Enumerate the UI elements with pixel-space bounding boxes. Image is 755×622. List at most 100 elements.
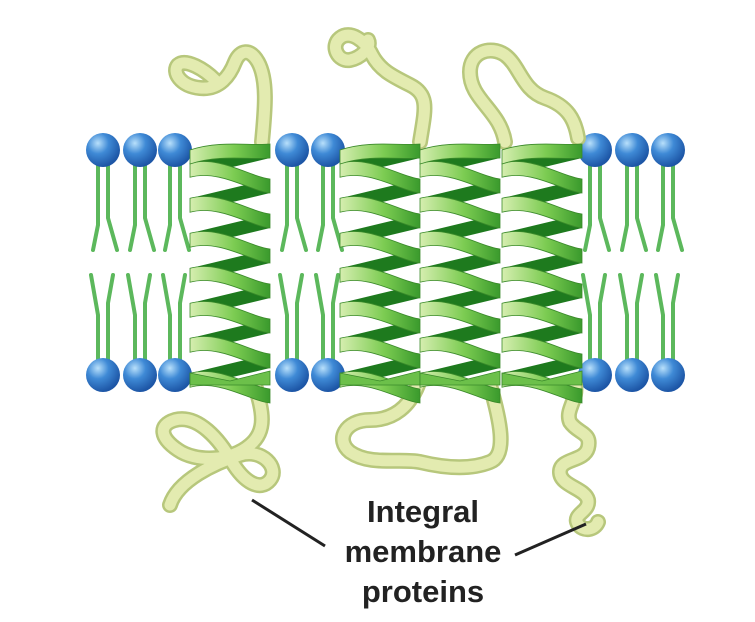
lipid-lower-7: [615, 273, 649, 392]
phospholipid-icon: [86, 133, 120, 167]
lipid-lower-1: [86, 273, 120, 392]
helix-front-strand: [339, 301, 421, 334]
transmembrane-helices: [189, 143, 583, 404]
helix-front-strand: [419, 231, 501, 264]
label-line-1: Integral: [367, 494, 479, 529]
phospholipid-icon: [578, 358, 612, 392]
helix-front-strand: [189, 161, 271, 194]
phospholipid-icon: [615, 133, 649, 167]
alpha-helix-icon: [339, 143, 421, 404]
helix-front-strand: [419, 301, 501, 334]
phospholipid-icon: [651, 133, 685, 167]
lipid-tail: [635, 160, 648, 252]
lipid-upper-8: [651, 133, 685, 252]
phospholipid-icon: [578, 133, 612, 167]
lipid-tail: [581, 273, 592, 365]
helix-front-strand: [189, 336, 271, 369]
phospholipid-icon: [123, 358, 157, 392]
phospholipid-icon: [275, 358, 309, 392]
label-line-2: membrane: [345, 534, 502, 569]
lipid-tail: [143, 160, 156, 252]
leader-lines: [251, 498, 587, 557]
helix-front-strand: [501, 231, 583, 264]
phospholipid-icon: [123, 133, 157, 167]
helix-cap-bottom: [419, 370, 501, 386]
helix-front-strand: [419, 161, 501, 194]
helix-front-strand: [189, 266, 271, 299]
helix-front-strand: [501, 336, 583, 369]
lipid-lower-4: [275, 273, 309, 392]
loop-bottom-2-fill: [337, 379, 507, 473]
lipid-tail: [295, 273, 304, 365]
helix-front-strand: [339, 196, 421, 229]
helix-front-strand: [501, 301, 583, 334]
lipid-tail: [331, 273, 340, 365]
lipid-tail: [295, 160, 308, 252]
loop-top-3-fill: [464, 45, 584, 148]
lipid-lower-6: [578, 273, 612, 392]
lipid-tail: [163, 160, 172, 252]
phospholipid-icon: [615, 358, 649, 392]
loop-top-2-fill: [330, 29, 430, 148]
helix-cap-top: [189, 143, 271, 165]
lipid-tail: [314, 273, 325, 365]
phospholipid-icon: [158, 133, 192, 167]
helix-front-strand: [419, 336, 501, 369]
lipid-upper-4: [275, 133, 309, 252]
leader-line-left: [251, 498, 326, 548]
phospholipid-icon: [651, 358, 685, 392]
helix-front-strand: [339, 161, 421, 194]
loop-bottom-3-fill: [554, 379, 604, 535]
lipid-tail: [656, 160, 665, 252]
helix-front-strand: [501, 266, 583, 299]
lipid-lower-2: [123, 273, 157, 392]
alpha-helix-icon: [189, 143, 271, 404]
lipid-lower-5: [311, 273, 345, 392]
lipid-tail: [598, 160, 611, 252]
lipid-tail: [278, 273, 289, 365]
lipid-tail: [316, 160, 325, 252]
lipid-tail: [635, 273, 644, 365]
lipid-upper-3: [158, 133, 192, 252]
diagram-label: Integral membrane proteins: [345, 494, 502, 609]
lipid-lower-3: [158, 273, 192, 392]
helix-front-strand: [501, 196, 583, 229]
lipid-tail: [143, 273, 152, 365]
loop-top-1-fill: [170, 46, 271, 148]
lipid-tail: [126, 273, 137, 365]
loop-bottom-1-fill: [157, 379, 279, 511]
helix-front-strand: [339, 266, 421, 299]
helix-cap-bottom: [189, 370, 271, 386]
helix-front-strand: [339, 336, 421, 369]
phospholipid-icon: [86, 358, 120, 392]
lipid-tail: [620, 160, 629, 252]
lipid-tail: [583, 160, 592, 252]
helix-cap-top: [501, 143, 583, 165]
lipid-upper-5: [311, 133, 345, 252]
lipid-tail: [280, 160, 289, 252]
lipid-tail: [671, 273, 680, 365]
phospholipid-icon: [311, 358, 345, 392]
helix-front-strand: [419, 266, 501, 299]
lipid-upper-2: [123, 133, 157, 252]
protein-loops: [155, 27, 606, 537]
lipid-tail: [89, 273, 100, 365]
lipid-tail: [178, 273, 187, 365]
loop-top-3: [461, 42, 586, 150]
helix-front-strand: [189, 196, 271, 229]
lipid-tail: [128, 160, 137, 252]
lipid-bilayer: [86, 133, 685, 392]
lipid-tail: [161, 273, 172, 365]
lipid-tail: [91, 160, 100, 252]
helix-cap-bottom: [501, 370, 583, 386]
lipid-tail: [654, 273, 665, 365]
helix-front-strand: [501, 161, 583, 194]
phospholipid-icon: [275, 133, 309, 167]
phospholipid-icon: [158, 358, 192, 392]
lipid-tail: [618, 273, 629, 365]
lipid-upper-1: [86, 133, 120, 252]
helix-front-strand: [189, 301, 271, 334]
leader-line-right: [514, 522, 587, 557]
alpha-helix-icon: [419, 143, 501, 404]
